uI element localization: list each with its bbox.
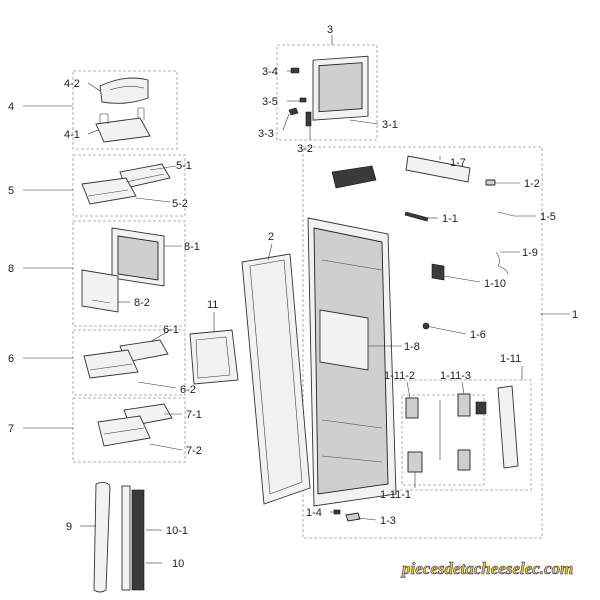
- part-1-2: [485, 179, 496, 186]
- label-1-11-1: 1-11-1: [380, 489, 411, 501]
- group-box-4: [72, 70, 178, 150]
- part-1-11-handle: [497, 385, 519, 469]
- watermark-text: piecesdetacheeselec.com: [400, 559, 573, 578]
- label-g8: 8: [8, 263, 14, 275]
- label-g3: 3: [327, 24, 333, 36]
- label-3-3: 3-3: [258, 128, 274, 140]
- label-1-6: 1-6: [470, 329, 486, 341]
- label-7-2: 7-2: [186, 445, 202, 457]
- part-6-2-bin: [83, 349, 139, 379]
- part-3-4: [290, 67, 300, 74]
- label-5-2: 5-2: [172, 198, 188, 210]
- part-3-3: [288, 107, 299, 116]
- part-1-11-2: [405, 397, 419, 419]
- label-1-10: 1-10: [484, 278, 506, 290]
- label-g4: 4: [8, 101, 14, 113]
- group-box-8: [72, 220, 186, 327]
- label-1-7: 1-7: [450, 157, 466, 169]
- label-g10: 10: [172, 558, 184, 570]
- part-1-7-bar: [405, 155, 471, 183]
- label-10-1: 10-1: [166, 525, 188, 537]
- part-1-3: [345, 512, 361, 522]
- label-4-2: 4-2: [64, 78, 80, 90]
- label-g7: 7: [8, 423, 14, 435]
- part-3-2: [305, 111, 312, 127]
- label-g9: 9: [66, 521, 72, 533]
- label-7-1: 7-1: [186, 409, 202, 421]
- part-9-handle: [93, 481, 111, 593]
- label-4-1: 4-1: [64, 129, 80, 141]
- label-1-11: 1-11: [500, 353, 521, 365]
- group-box-6: [72, 329, 186, 396]
- label-1-2: 1-2: [524, 178, 540, 190]
- group-box-5: [72, 154, 186, 217]
- label-g2: 2: [268, 231, 274, 243]
- group-box-7: [72, 397, 186, 463]
- label-1-9: 1-9: [522, 247, 538, 259]
- part-1-11-3: [457, 393, 471, 417]
- part-1-9-wire: [495, 251, 509, 275]
- label-3-5: 3-5: [262, 96, 278, 108]
- group-box-3: [276, 44, 378, 141]
- label-g11: 11: [207, 299, 218, 311]
- label-1-11-2: 1-11-2: [384, 370, 415, 382]
- label-g5: 5: [8, 185, 14, 197]
- part-5-2-bin: [81, 177, 137, 205]
- label-6-1: 6-1: [163, 324, 179, 336]
- part-11-frame: [189, 329, 239, 385]
- label-8-2: 8-2: [134, 297, 150, 309]
- group-box-1-11: [378, 379, 532, 491]
- part-10-1-trim: [131, 489, 145, 591]
- label-3-2: 3-2: [297, 143, 313, 155]
- label-5-1: 5-1: [176, 160, 192, 172]
- label-g1: 1: [572, 309, 578, 321]
- label-1-1: 1-1: [442, 213, 458, 225]
- part-1-1: [404, 211, 429, 222]
- part-3-5: [299, 97, 307, 103]
- label-1-11-3: 1-11-3: [440, 370, 471, 382]
- group-box-1-11-inner: [401, 394, 485, 486]
- label-3-1: 3-1: [382, 119, 398, 131]
- label-6-2: 6-2: [180, 384, 196, 396]
- label-1-5: 1-5: [540, 211, 556, 223]
- label-8-1: 8-1: [184, 241, 200, 253]
- part-3-1-frame: [312, 55, 369, 121]
- label-1-4: 1-4: [306, 507, 322, 519]
- label-1-3: 1-3: [380, 515, 396, 527]
- part-1-5: [497, 211, 515, 217]
- label-1-8: 1-8: [404, 341, 420, 353]
- part-10-bracket: [121, 485, 131, 591]
- label-3-4: 3-4: [262, 66, 278, 78]
- part-dispenser-housing: [331, 165, 377, 189]
- part-1-11-1: [407, 451, 423, 473]
- label-g6: 6: [8, 353, 14, 365]
- part-2-gasket: [241, 253, 311, 505]
- part-1-10: [431, 263, 445, 281]
- leader-lines: [23, 35, 570, 564]
- part-4-2-lid: [99, 77, 149, 104]
- part-8-2-cover: [81, 269, 119, 313]
- part-1-door: [307, 217, 397, 507]
- part-4-1-tray: [95, 117, 151, 143]
